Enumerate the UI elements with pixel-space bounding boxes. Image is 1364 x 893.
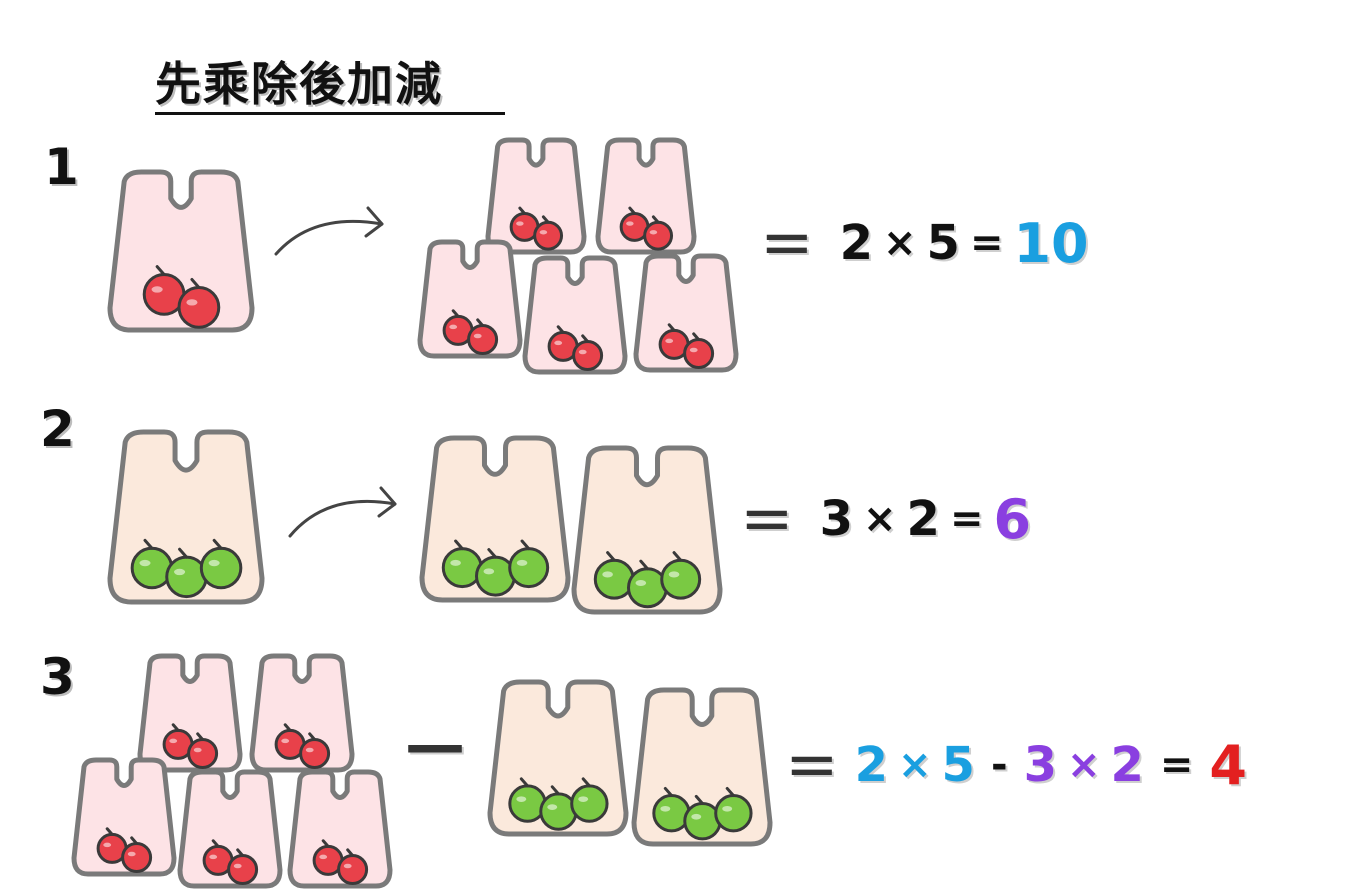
row1-bag-2-apple-2 [643, 220, 674, 251]
row3-pink-bag-4 [177, 769, 283, 889]
row-1-result: 10 [1013, 211, 1089, 275]
row2-bag-1 [419, 435, 571, 603]
row1-bag-4 [522, 255, 628, 375]
row2-bag-2 [571, 445, 723, 615]
row-2-number: 2 [40, 400, 75, 458]
row-3-factor-b: 5 [941, 737, 975, 793]
row1-bag-2 [595, 137, 697, 255]
row1-bag-1 [485, 137, 587, 255]
row2-bag-2-apple-1 [593, 558, 635, 600]
row3-pink-bag-3-apple-2 [121, 842, 153, 873]
row3-cream-bag-1 [487, 679, 629, 837]
row-3-factor-c: 3 [1023, 737, 1057, 793]
row2-arrow [288, 486, 397, 538]
row-3-minus-sign: — [405, 710, 465, 780]
row-3-factor-a: 2 [854, 737, 889, 793]
row-1-big-equals: = [760, 206, 814, 280]
row-2-factor-b: 2 [906, 491, 940, 547]
row-2-times-sign: × [863, 496, 897, 542]
row3-pink-bag-4-apple-2 [227, 854, 259, 885]
row3-pink-bag-5-apple-2 [337, 854, 369, 885]
row1-arrow [274, 206, 384, 256]
row1-bag-5-apple-2 [683, 338, 715, 369]
row2-source-bag [107, 429, 265, 605]
row3-cream-bag-2 [631, 687, 773, 847]
row3-cream-bag-2-apple-3 [714, 794, 753, 833]
row2-bag-2-apple-2 [626, 567, 668, 609]
row-2-equals-sign: = [949, 496, 984, 542]
row1-bag-3-apple-2 [467, 324, 499, 355]
row3-pink-bag-5 [287, 769, 393, 889]
row-1-times-sign: × [883, 220, 917, 266]
row-3-minus: - [990, 742, 1008, 788]
row1-bag-4-apple-2 [572, 340, 604, 371]
row2-bag-2-apple-3 [660, 558, 702, 600]
row-2-result: 6 [993, 487, 1032, 551]
row3-pink-bag-2 [249, 653, 355, 773]
row-1-number: 1 [44, 138, 79, 196]
row3-pink-bag-1 [137, 653, 243, 773]
row-3-big-equals: = [785, 728, 839, 802]
title-underline [155, 112, 505, 115]
row1-bag-3 [417, 239, 523, 359]
row3-pink-bag-1-apple-2 [187, 738, 219, 769]
row-1-equals-sign: = [969, 220, 1004, 266]
page-title: 先乘除後加減 [155, 57, 443, 111]
row-3-times-sign-2: × [1066, 742, 1101, 788]
row1-bag-1-apple-2 [533, 220, 564, 251]
row1-source-bag [107, 169, 255, 333]
row-1-factor-a: 2 [839, 215, 874, 271]
row-2-big-equals: = [740, 482, 794, 556]
row-2-equation: = 3 × 2 = 6 [740, 482, 1031, 556]
row3-pink-bag-2-apple-2 [299, 738, 331, 769]
row2-source-bag-apple-2 [165, 555, 208, 599]
row-3-factor-d: 2 [1110, 737, 1144, 793]
row-1-equation: = 2 × 5 = 10 [760, 206, 1089, 280]
row2-source-bag-apple-1 [130, 546, 174, 590]
row-1-factor-b: 5 [926, 215, 960, 271]
row-2-factor-a: 3 [819, 491, 854, 547]
row1-source-bag-apple-2 [177, 285, 221, 329]
row2-source-bag-apple-3 [199, 546, 243, 590]
row-3-equation: = 2 × 5 - 3 × 2 = 4 [785, 728, 1247, 802]
row-3-equals-sign: = [1159, 742, 1194, 788]
row1-bag-5 [633, 253, 739, 373]
row3-pink-bag-3 [71, 757, 177, 877]
row-3-result: 4 [1209, 733, 1247, 797]
row2-bag-1-apple-2 [474, 555, 516, 597]
row-3-number: 3 [40, 648, 75, 706]
row3-cream-bag-1-apple-3 [570, 784, 609, 823]
row2-bag-1-apple-3 [508, 547, 550, 589]
row2-bag-1-apple-1 [441, 547, 483, 589]
row-3-times-sign-1: × [898, 742, 932, 788]
